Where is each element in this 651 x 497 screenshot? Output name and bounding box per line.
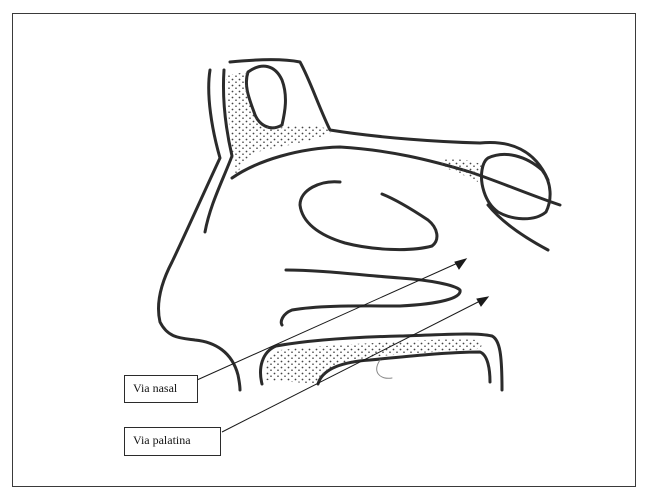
label-via-palatina-text: Via palatina: [133, 433, 191, 447]
label-via-nasal: Via nasal: [124, 375, 198, 403]
frontal-bone-outline: [230, 60, 548, 180]
nasal-dorsum-outline: [159, 70, 241, 390]
palate-bone-texture: [265, 339, 481, 384]
label-via-nasal-text: Via nasal: [133, 381, 177, 395]
middle-concha: [281, 270, 460, 325]
superior-concha: [300, 182, 437, 250]
arrow-palatina-head: [477, 297, 488, 306]
sphenoid-bone-texture: [440, 159, 485, 182]
label-via-palatina: Via palatina: [124, 427, 221, 456]
arrow-nasal-head: [455, 259, 466, 269]
soft-palate-outline: [377, 360, 392, 378]
